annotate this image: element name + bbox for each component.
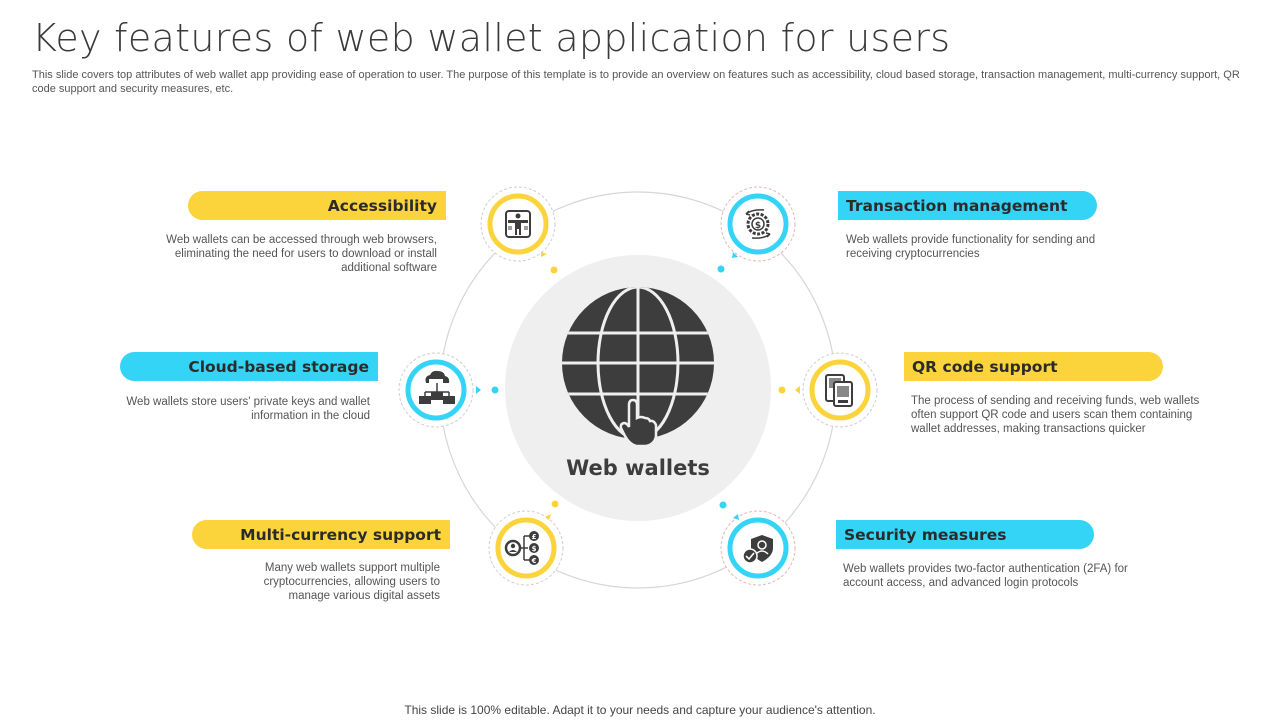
- svg-text:£: £: [532, 533, 537, 541]
- feature-title-transaction-management: Transaction management: [838, 191, 1097, 220]
- feature-desc-cloud-based-storage: Web wallets store users' private keys an…: [126, 396, 370, 422]
- feature-desc-multi-currency-support: Many web wallets support multiple crypto…: [263, 562, 440, 602]
- node-accessibility: [480, 186, 556, 262]
- feature-title-accessibility: Accessibility: [188, 191, 446, 220]
- node-transaction-management: $: [720, 186, 796, 262]
- page-title: Key features of web wallet application f…: [32, 16, 951, 60]
- feature-title-multi-currency-support: Multi-currency support: [192, 520, 450, 549]
- dollar-gear-exchange-icon: $: [745, 209, 771, 239]
- feature-desc-security-measures: Web wallets provides two-factor authenti…: [843, 563, 1128, 589]
- feature-title-cloud-based-storage: Cloud-based storage: [120, 352, 378, 381]
- footer-note: This slide is 100% editable. Adapt it to…: [404, 703, 876, 717]
- feature-desc-qr-code-support: The process of sending and receiving fun…: [911, 395, 1200, 435]
- node-qr-code-support: [795, 352, 878, 428]
- shield-user-check-icon: [742, 535, 773, 564]
- node-security-measures: [720, 510, 796, 586]
- user-multi-currency-icon: £ $ €: [504, 531, 539, 565]
- node-cloud-based-storage: [398, 352, 481, 428]
- node-multi-currency-support: £ $ €: [488, 510, 564, 586]
- page-subtitle: This slide covers top attributes of web …: [32, 69, 1240, 95]
- accessibility-person-icon: [505, 210, 531, 238]
- svg-text:€: €: [531, 557, 537, 565]
- feature-desc-transaction-management: Web wallets provide functionality for se…: [846, 234, 1096, 260]
- svg-text:$: $: [755, 221, 761, 231]
- globe-with-pointer-hand-icon: [562, 287, 714, 448]
- feature-title-security-measures: Security measures: [836, 520, 1094, 549]
- feature-desc-accessibility: Web wallets can be accessed through web …: [166, 234, 437, 274]
- feature-title-qr-code-support: QR code support: [904, 352, 1163, 381]
- qr-code-devices-icon: [825, 374, 853, 407]
- center-label: Web wallets: [566, 456, 710, 480]
- cloud-network-icon: [419, 370, 455, 404]
- svg-text:$: $: [532, 545, 537, 553]
